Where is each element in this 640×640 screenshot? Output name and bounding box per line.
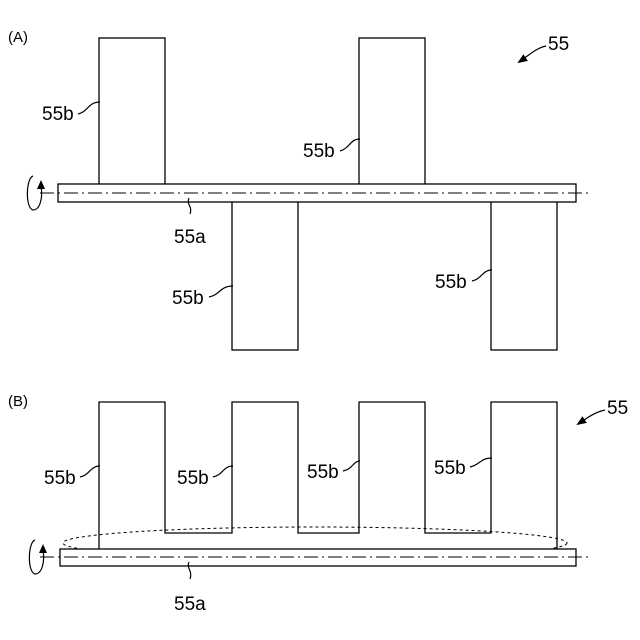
panel-label-a: (A) [8,29,28,46]
fin-label-b-4: 55b [434,458,466,479]
leader-b-1 [80,466,100,477]
ref-arrow-b [578,410,605,424]
leader-a-2 [209,286,233,297]
leader-a-1 [78,102,100,114]
shaft-label-a: 55a [174,227,206,248]
fin-label-a-1: 55b [42,104,74,125]
ref-arrow-a [519,46,546,62]
leader-a-4 [472,270,492,281]
fin-label-a-2: 55b [172,288,204,309]
leader-a-3 [340,139,360,151]
fin-a-2 [232,201,298,350]
fin-label-b-1: 55b [44,468,76,489]
fin-label-b-3: 55b [307,462,339,483]
fin-a-3 [359,38,425,186]
panel-label-b: (B) [8,393,28,410]
leader-b-3 [343,461,360,471]
fin-label-a-3: 55b [303,141,335,162]
ref-label-b: 55 [607,398,628,419]
fin-label-b-2: 55b [177,468,209,489]
leader-b-4 [470,458,492,467]
fin-a-4 [491,201,557,350]
shaft-label-b: 55a [174,594,206,615]
fin-a-1 [99,38,165,186]
figure-a: (A) 55 55b 55b 55b 55b 55a [8,29,592,350]
figure-b: (B) 55 55b 55b 55b 55b 55a [8,393,628,615]
fin-label-a-4: 55b [435,272,467,293]
leader-b-2 [213,466,233,477]
ref-label-a: 55 [548,34,569,55]
